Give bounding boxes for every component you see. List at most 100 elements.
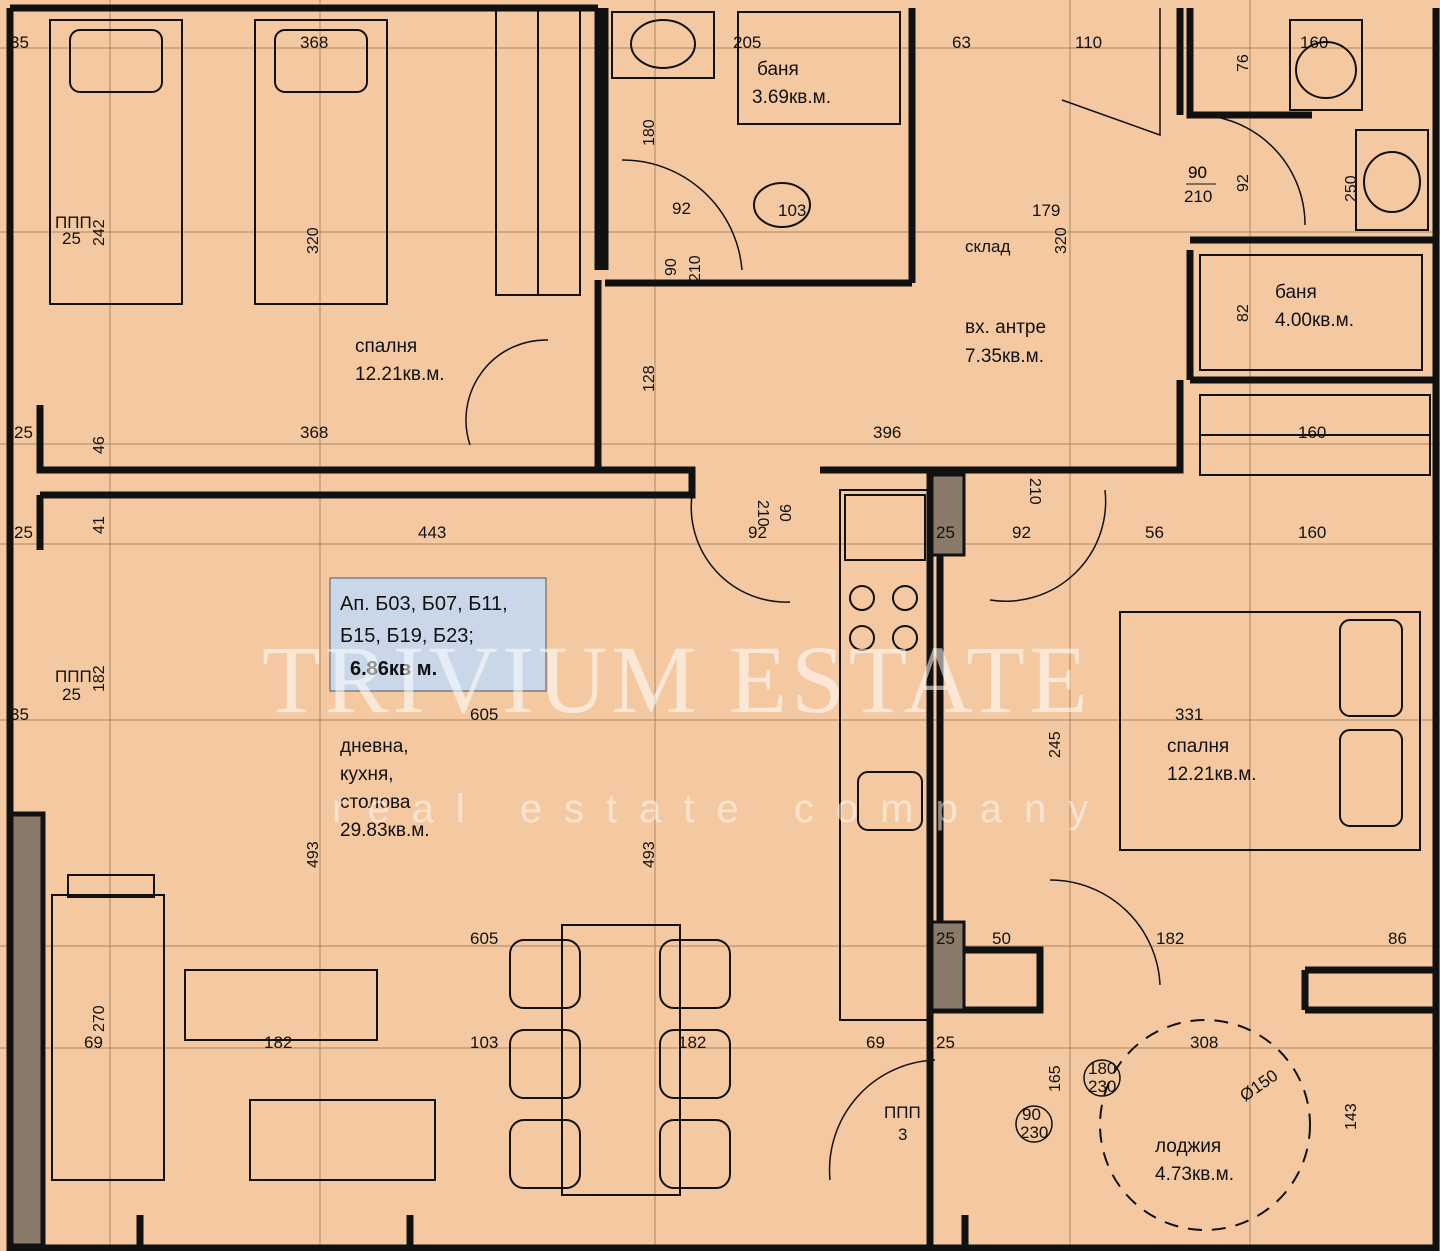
room-bathroom-2-area: 4.00кв.м. bbox=[1275, 310, 1354, 331]
dim-h: 25 bbox=[936, 1033, 955, 1052]
bed-1 bbox=[49, 19, 183, 305]
bathroom-fixtures bbox=[611, 11, 1429, 371]
dim-h: 443 bbox=[418, 523, 446, 542]
svg-text:230: 230 bbox=[1020, 1123, 1048, 1142]
dim-v: 250 bbox=[1343, 175, 1360, 202]
ppp-label: 25 bbox=[62, 229, 81, 248]
dim-h: 396 bbox=[873, 423, 901, 442]
bed-3 bbox=[1119, 611, 1421, 851]
dim-v: 320 bbox=[305, 227, 322, 254]
vertical-dimensions: 242 320 180 320 76 250 82 92 128 46 41 1… bbox=[91, 54, 1360, 1130]
watermark-title: TRIVIUM ESTATE bbox=[262, 626, 1092, 733]
ppp-label: 3 bbox=[898, 1125, 907, 1144]
dim-v: 493 bbox=[305, 841, 322, 868]
svg-text:210: 210 bbox=[687, 255, 704, 282]
ppp-label: ППП bbox=[55, 213, 92, 232]
dim-h: 308 bbox=[1190, 1033, 1218, 1052]
dim-h: 160 bbox=[1300, 33, 1328, 52]
dim-v: 320 bbox=[1053, 227, 1070, 254]
dim-v: 92 bbox=[1235, 174, 1252, 192]
room-entrance-hall-name: вх. антре bbox=[965, 317, 1046, 338]
dim-h: 92 bbox=[672, 199, 691, 218]
horizontal-dimensions: 35 368 205 63 110 160 92 103 179 90 25 3… bbox=[10, 33, 1407, 1052]
dim-h: 56 bbox=[1145, 523, 1164, 542]
dim-h: 110 bbox=[1075, 33, 1102, 52]
dim-v: 76 bbox=[1235, 54, 1252, 72]
dim-h: 179 bbox=[1032, 201, 1060, 220]
dim-h: 69 bbox=[84, 1033, 103, 1052]
svg-text:90: 90 bbox=[1188, 163, 1207, 182]
door-label: 90 230 bbox=[1015, 1105, 1053, 1143]
dim-h: 182 bbox=[678, 1033, 706, 1052]
door-label: 90 210 bbox=[663, 255, 704, 282]
dim-h: 160 bbox=[1298, 523, 1326, 542]
dim-h: 205 bbox=[733, 33, 761, 52]
dim-h: 90 bbox=[1188, 163, 1207, 182]
dim-h: 92 bbox=[748, 523, 767, 542]
dim-v: 182 bbox=[91, 665, 108, 692]
dim-v: 242 bbox=[91, 219, 108, 246]
dim-h: 368 bbox=[300, 33, 328, 52]
room-living-line2: кухня, bbox=[340, 764, 394, 785]
room-storage-name: склад bbox=[965, 237, 1011, 256]
dim-v: 143 bbox=[1343, 1103, 1360, 1130]
dim-h: 25 bbox=[936, 523, 955, 542]
dim-v: 41 bbox=[91, 516, 108, 534]
bed-2 bbox=[254, 19, 388, 305]
dim-h: 103 bbox=[470, 1033, 498, 1052]
dim-h: 331 bbox=[1175, 705, 1203, 724]
door-label: 90 210 bbox=[1184, 163, 1216, 206]
dim-v: 180 bbox=[641, 119, 658, 146]
room-loggia-name: лоджия bbox=[1155, 1136, 1221, 1157]
apartment-info-line1: Ап. Б03, Б07, Б11, bbox=[340, 593, 508, 615]
svg-text:210: 210 bbox=[1026, 478, 1043, 505]
svg-text:180: 180 bbox=[1088, 1059, 1116, 1078]
loggia-circle bbox=[1099, 1019, 1311, 1231]
dining-table bbox=[509, 924, 731, 1196]
dim-v: 493 bbox=[641, 841, 658, 868]
room-living-area: 29.83кв.м. bbox=[340, 820, 430, 841]
dim-h: 182 bbox=[1156, 929, 1184, 948]
dim-v: 245 bbox=[1047, 731, 1064, 758]
dim-h: 605 bbox=[470, 705, 498, 724]
dim-h: 368 bbox=[300, 423, 328, 442]
dim-v: 128 bbox=[641, 365, 658, 392]
door-label: 210 bbox=[1026, 478, 1043, 505]
svg-text:210: 210 bbox=[1184, 187, 1212, 206]
dim-h: 50 bbox=[992, 929, 1011, 948]
hatched-columns bbox=[10, 473, 966, 1247]
dim-h: 35 bbox=[10, 33, 29, 52]
dim-v: 270 bbox=[91, 1005, 108, 1032]
ppp-label: ППП bbox=[884, 1103, 921, 1122]
svg-text:90: 90 bbox=[776, 504, 793, 522]
apartment-info-line2: Б15, Б19, Б23; bbox=[340, 625, 474, 647]
dim-h: 25 bbox=[936, 929, 955, 948]
room-bathroom-2-name: баня bbox=[1275, 282, 1317, 303]
dim-h: 63 bbox=[952, 33, 971, 52]
dim-h: 25 bbox=[14, 523, 33, 542]
door-label: 180 230 bbox=[1083, 1059, 1121, 1097]
dim-h: 160 bbox=[1298, 423, 1326, 442]
svg-text:210: 210 bbox=[754, 500, 771, 527]
dim-h: 605 bbox=[470, 929, 498, 948]
room-bedroom-2-area: 12.21кв.м. bbox=[1167, 764, 1257, 785]
room-labels: спалня 12.21кв.м. баня 3.69кв.м. вх. ант… bbox=[340, 59, 1354, 1185]
room-bedroom-2-name: спалня bbox=[1167, 736, 1229, 757]
wardrobe-1 bbox=[495, 9, 581, 296]
room-bathroom-1-name: баня bbox=[757, 59, 799, 80]
ppp-labels: ППП 25 ППП 25 ППП 3 bbox=[55, 213, 921, 1144]
dim-v: 46 bbox=[91, 436, 108, 454]
watermark-subtitle: real estate company bbox=[332, 787, 1110, 831]
dim-v: 82 bbox=[1235, 304, 1252, 322]
dim-h: 103 bbox=[778, 201, 806, 220]
door-arcs bbox=[465, 8, 1306, 1181]
dim-h: 182 bbox=[264, 1033, 292, 1052]
room-bedroom-1-name: спалня bbox=[355, 336, 417, 357]
apartment-info-area: 6.86кв м. bbox=[350, 658, 437, 680]
watermark: TRIVIUM ESTATE real estate company bbox=[262, 626, 1110, 831]
apartment-info-box-bg bbox=[329, 577, 547, 692]
dim-h: 35 bbox=[10, 705, 29, 724]
